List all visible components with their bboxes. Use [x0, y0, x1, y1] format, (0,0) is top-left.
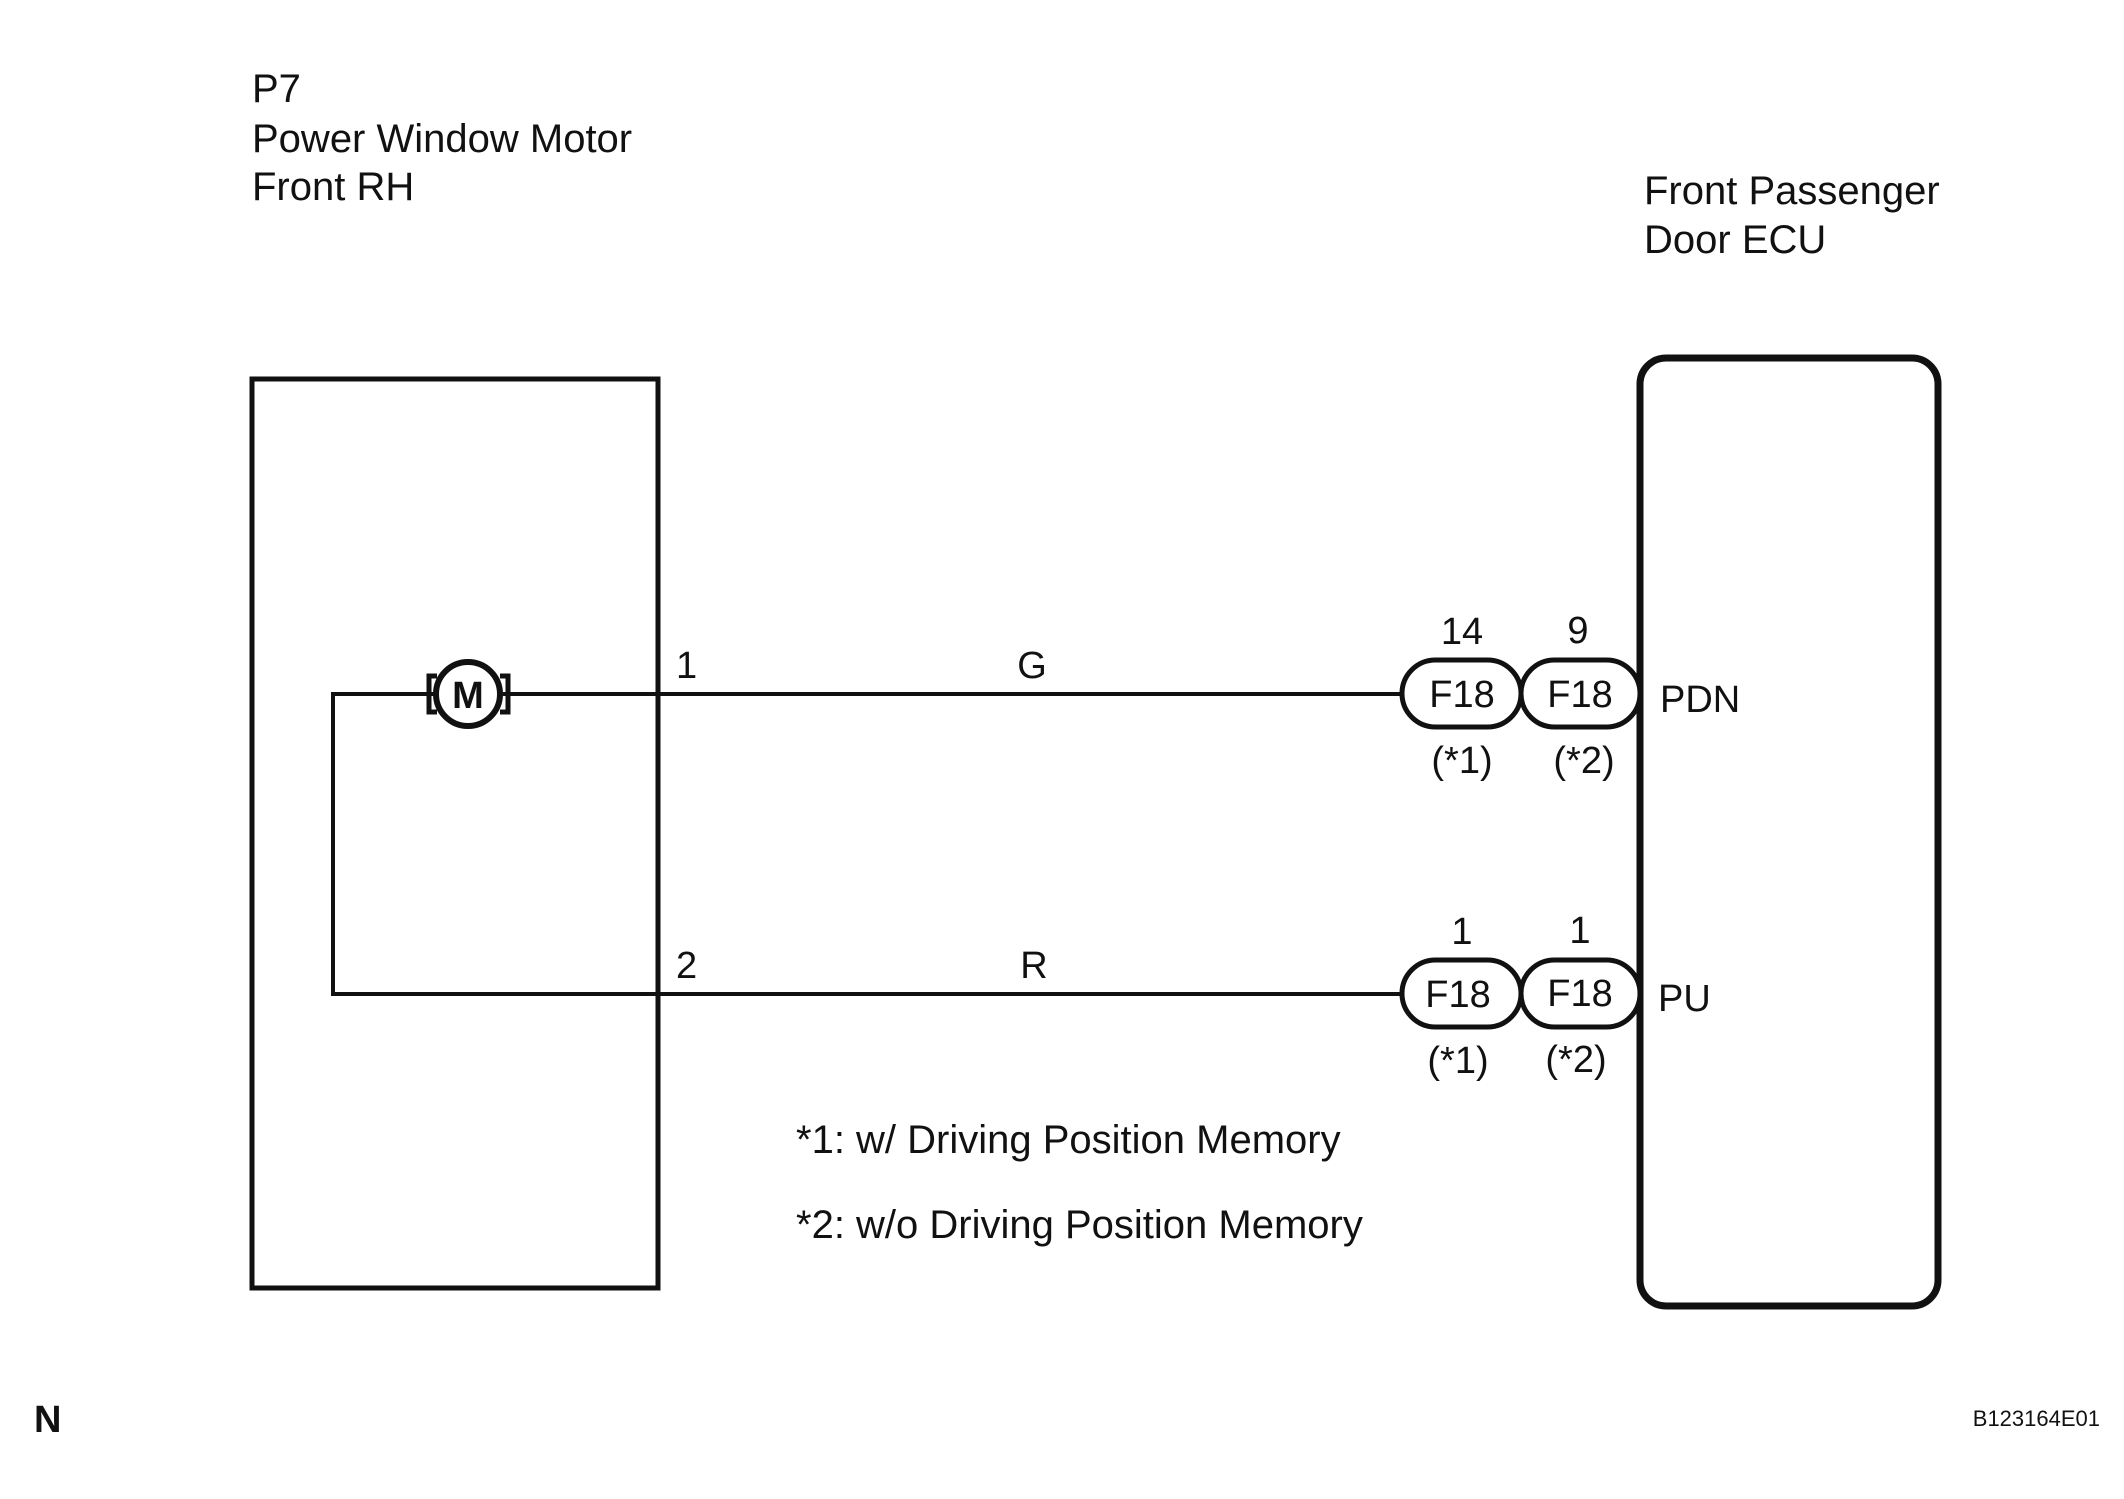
connector-code: F18: [1429, 674, 1494, 716]
wire-color-g-label: G: [1017, 645, 1047, 687]
connector-code: F18: [1547, 973, 1612, 1015]
connector-pdn-2: 9 F18 (*2): [1518, 610, 1643, 782]
connector-pu-1: 1 F18 (*1): [1399, 911, 1524, 1082]
connector-pu-2: 1 F18 (*2): [1518, 910, 1643, 1081]
connector-pill: [1518, 657, 1643, 730]
connector-note: (*2): [1553, 740, 1614, 782]
ecu-terminal-pdn-label: PDN: [1660, 679, 1740, 721]
motor-right-bracket: [500, 673, 511, 715]
connector-pin-number: 9: [1567, 610, 1588, 652]
motor-symbol-label: M: [452, 675, 484, 717]
connector-pin-number: 1: [1569, 910, 1590, 952]
ecu-terminal-pu-label: PU: [1658, 978, 1711, 1020]
connector-note: (*2): [1545, 1039, 1606, 1081]
ecu-name-line2: Door ECU: [1644, 218, 1826, 262]
motor-circle: [433, 659, 503, 729]
ecu-name-line1: Front Passenger: [1644, 169, 1940, 213]
motor-internal-loop-wire: [331, 692, 660, 996]
motor-pin-1-label: 1: [676, 645, 697, 687]
footnote-2: *2: w/o Driving Position Memory: [796, 1203, 1363, 1247]
connector-note: (*1): [1431, 740, 1492, 782]
connector-pin-number: 14: [1441, 611, 1483, 653]
connector-code: F18: [1425, 974, 1490, 1016]
motor-name-line1: Power Window Motor: [252, 117, 632, 161]
figure-id: B123164E01: [1973, 1406, 2100, 1431]
corner-label: N: [34, 1399, 61, 1441]
motor-symbol: M: [426, 659, 511, 729]
ecu-component-box: [1636, 354, 1942, 1310]
connector-pill: [1518, 957, 1643, 1030]
motor-left-bracket: [426, 673, 437, 715]
motor-name-line2: Front RH: [252, 165, 414, 209]
motor-pin-2-label: 2: [676, 945, 697, 987]
connector-pin-number: 1: [1451, 911, 1472, 953]
motor-component-box: [249, 376, 661, 1291]
footnote-1: *1: w/ Driving Position Memory: [796, 1118, 1341, 1162]
wire-color-r-label: R: [1020, 945, 1047, 987]
connector-note: (*1): [1427, 1040, 1488, 1082]
motor-code-label: P7: [252, 67, 301, 111]
connector-code: F18: [1547, 674, 1612, 716]
connector-pdn-1: 14 F18 (*1): [1399, 611, 1524, 782]
